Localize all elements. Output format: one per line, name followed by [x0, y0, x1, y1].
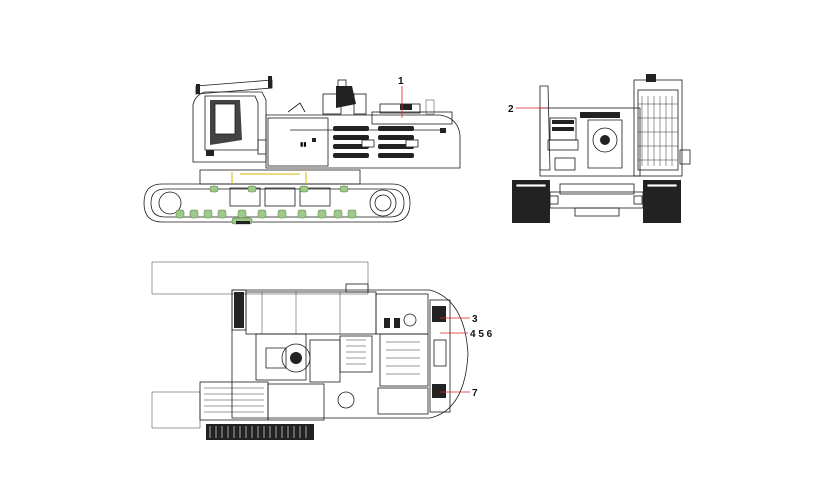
top-engine [255, 313, 429, 387]
side-upper-body: ▮▮ [265, 111, 461, 169]
callout-1: 1 [398, 76, 404, 87]
top-track [206, 424, 314, 440]
side-undercarriage [143, 169, 411, 225]
side-louvres [333, 126, 446, 158]
front-cooling-pack [633, 74, 691, 177]
top-boom-frame-lower [151, 391, 201, 429]
front-tracks [512, 180, 681, 223]
callout-7: 7 [472, 388, 478, 399]
callout-3: 3 [472, 314, 478, 325]
top-boom-frame-upper [151, 261, 369, 295]
front-view: 2 [508, 74, 691, 223]
callout-456: 4 5 6 [470, 329, 493, 340]
top-cab [199, 381, 429, 421]
side-engine-top [287, 79, 435, 115]
svg-text:▮▮: ▮▮ [300, 142, 307, 148]
top-view: 3 4 5 6 7 [151, 261, 493, 440]
side-view: ▮▮ [143, 76, 461, 225]
top-body [231, 283, 469, 419]
callout-2: 2 [508, 104, 514, 115]
front-body [539, 85, 641, 177]
side-cab [192, 76, 273, 163]
top-counterweight [429, 299, 451, 413]
